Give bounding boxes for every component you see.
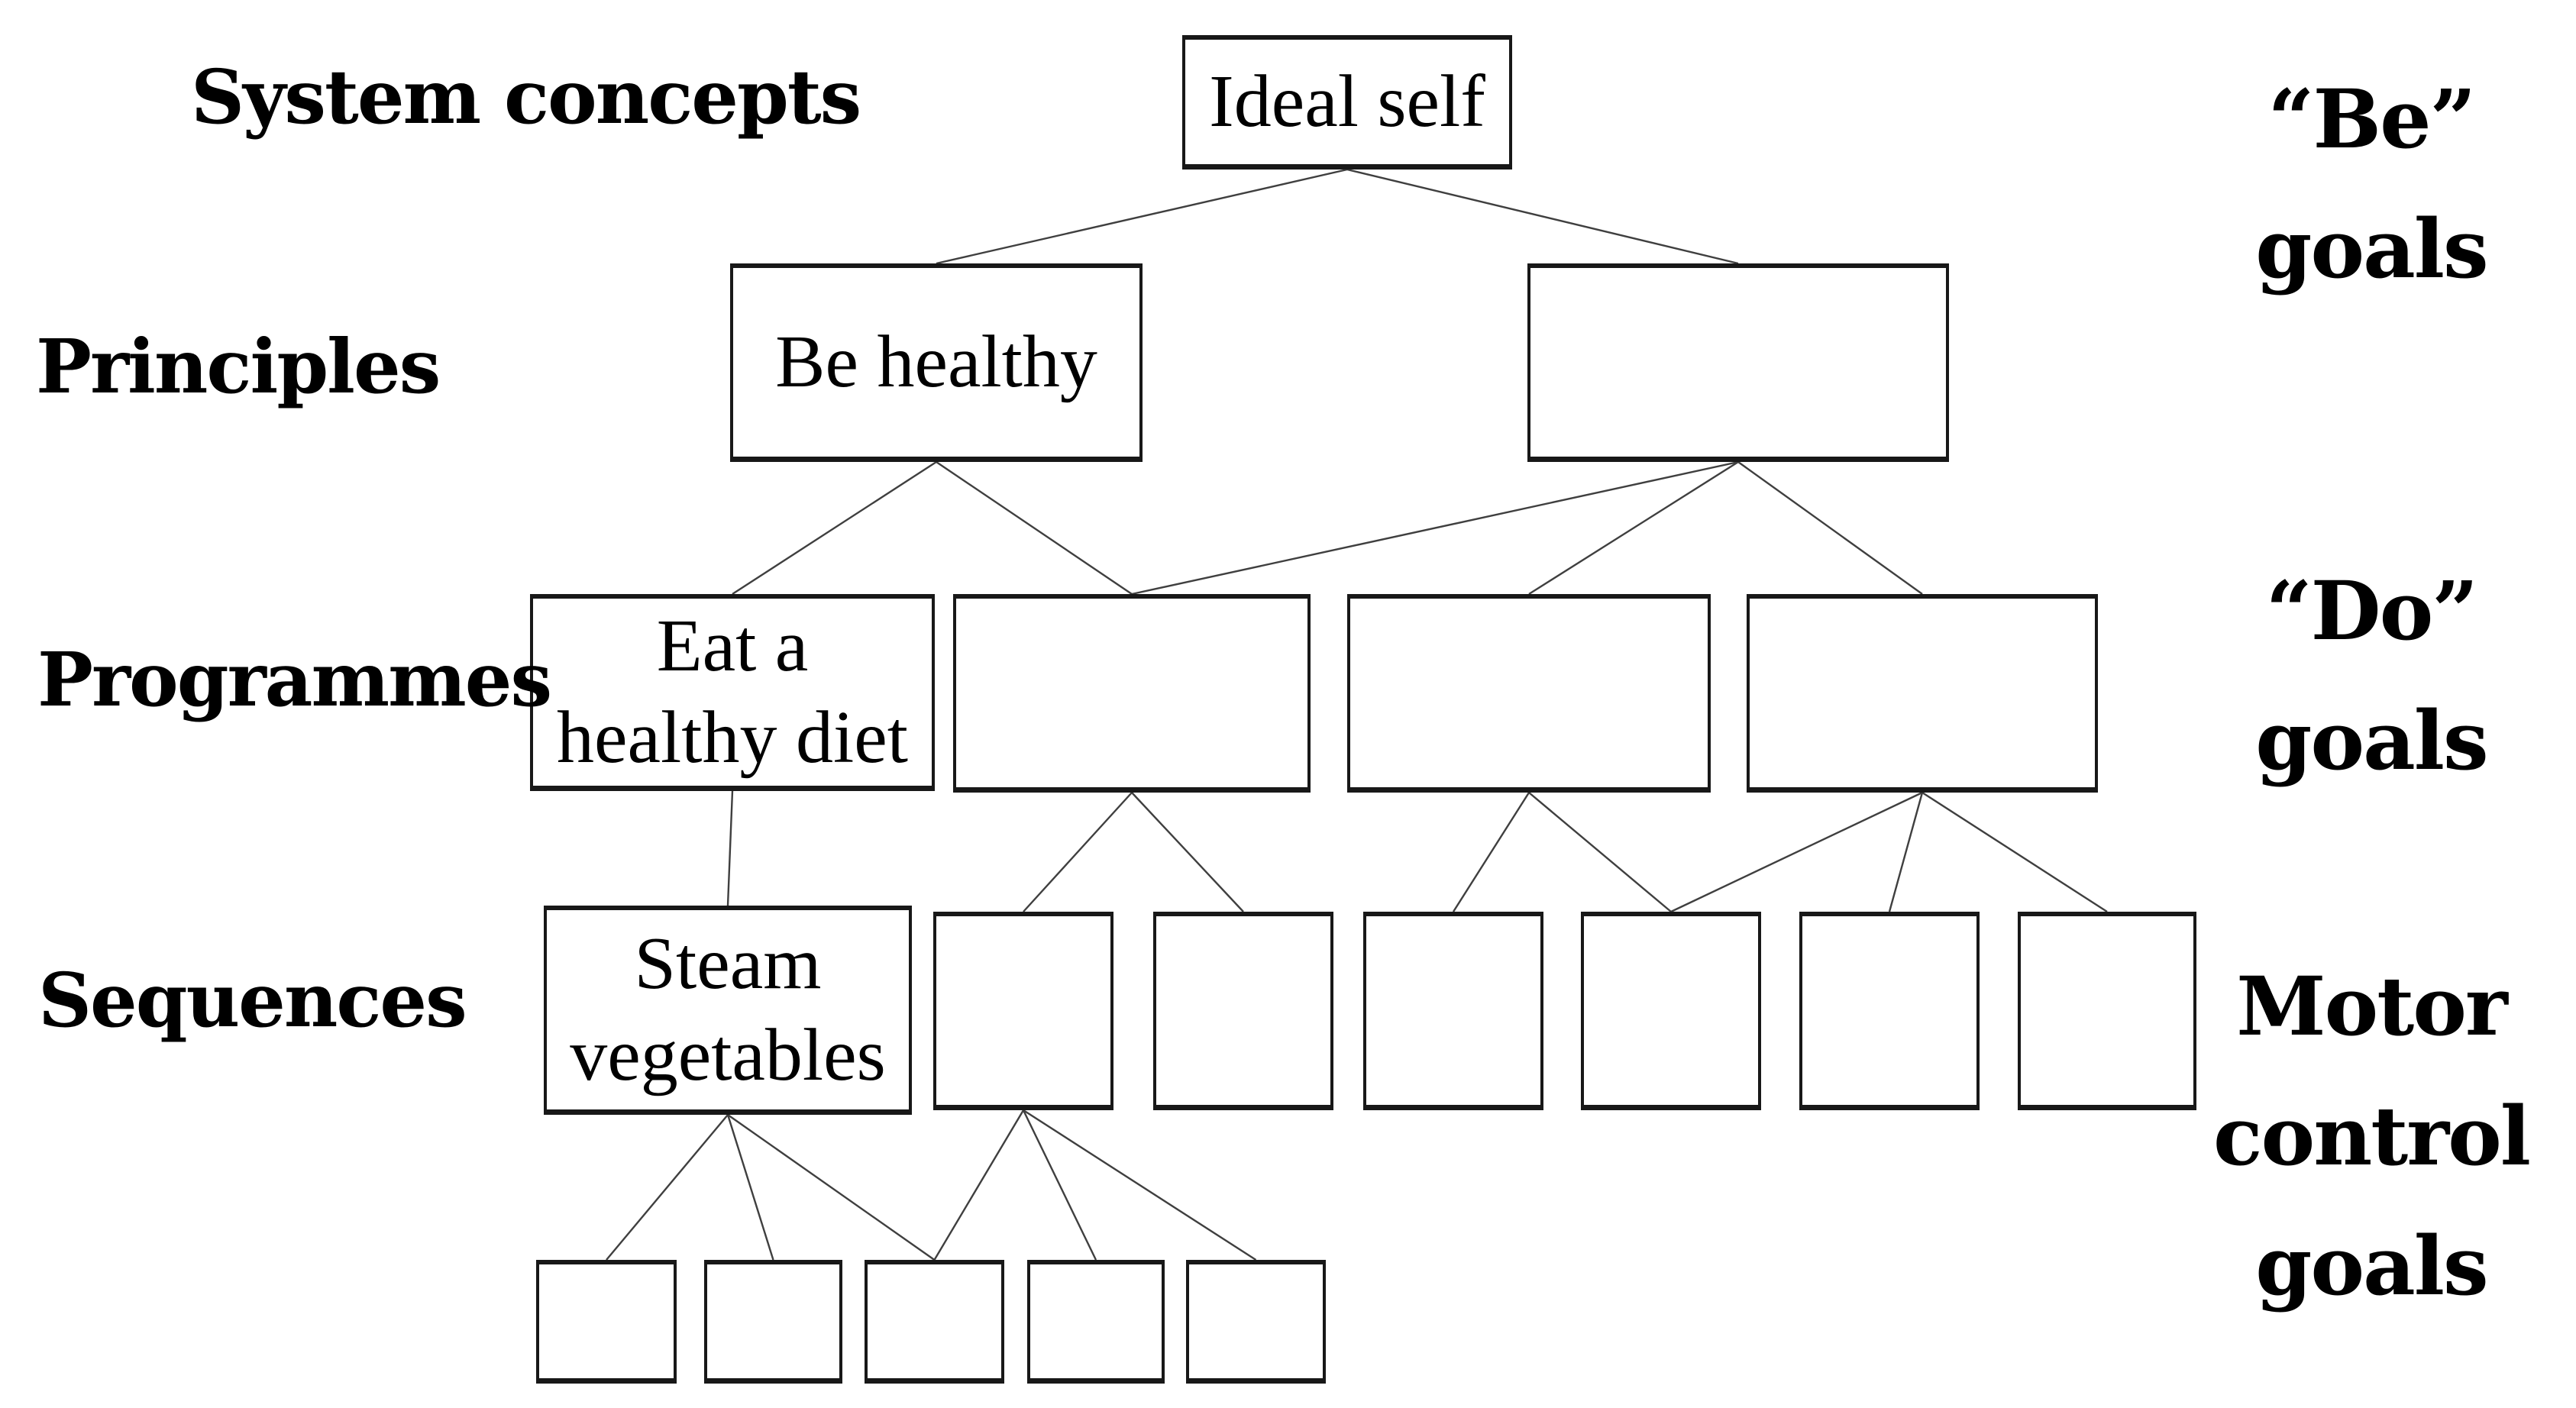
side-label-line: “Be” — [2267, 71, 2477, 166]
node-sequence-2 — [933, 912, 1113, 1110]
edge-principle-2-to-programme-2 — [1131, 460, 1739, 596]
node-eat-healthy-diet: Eat a healthy diet — [530, 594, 935, 791]
node-motor-1 — [536, 1260, 677, 1384]
edge-eat-healthy-diet-to-steam-vegetables — [726, 790, 734, 906]
edge-sequence-2-to-motor-5 — [1023, 1109, 1257, 1261]
edge-programme-3-to-sequence-4 — [1452, 792, 1530, 912]
side-label-line: goals — [2255, 1218, 2488, 1313]
node-be-healthy: Be healthy — [730, 263, 1143, 462]
node-label-line: Eat a — [656, 604, 809, 687]
edge-steam-vegetables-to-motor-1 — [606, 1114, 729, 1261]
row-label-programmes: Programmes — [37, 636, 552, 723]
edge-programme-3-to-sequence-5 — [1528, 792, 1672, 912]
edge-sequence-2-to-motor-3 — [933, 1109, 1025, 1261]
side-label-line: “Do” — [2265, 563, 2479, 658]
side-label-motor-control-goals: Motor control goals — [2165, 941, 2576, 1331]
row-label-sequences: Sequences — [38, 957, 467, 1044]
node-label-line: vegetables — [570, 1013, 886, 1096]
node-motor-3 — [865, 1260, 1004, 1384]
edge-programme-2-to-sequence-2 — [1023, 792, 1133, 912]
node-sequence-7 — [2018, 912, 2196, 1110]
edge-ideal-self-to-principle-2 — [1346, 168, 1739, 265]
node-motor-5 — [1186, 1260, 1326, 1384]
node-sequence-6 — [1799, 912, 1980, 1110]
edge-be-healthy-to-programme-2 — [936, 461, 1133, 595]
node-motor-2 — [704, 1260, 842, 1384]
edge-steam-vegetables-to-motor-2 — [726, 1114, 774, 1261]
edge-ideal-self-to-be-healthy — [936, 168, 1348, 265]
node-sequence-4 — [1363, 912, 1543, 1110]
node-motor-4 — [1027, 1260, 1165, 1384]
node-programme-3 — [1347, 594, 1711, 793]
edge-programme-4-to-sequence-7 — [1921, 791, 2108, 913]
node-programme-4 — [1747, 594, 2098, 793]
side-label-line: control — [2212, 1088, 2531, 1184]
node-principle-2 — [1527, 263, 1949, 462]
node-label-line: Be healthy — [775, 320, 1097, 403]
node-sequence-5 — [1581, 912, 1761, 1110]
edge-programme-4-to-sequence-5 — [1670, 791, 1923, 913]
row-label-system-concepts: System concepts — [191, 53, 861, 140]
side-label-be-goals: “Be” goals — [2165, 54, 2576, 314]
edge-steam-vegetables-to-motor-3 — [727, 1114, 936, 1261]
edge-programme-2-to-sequence-3 — [1131, 792, 1244, 912]
node-label-line: healthy diet — [557, 696, 908, 779]
side-label-line: Motor — [2236, 958, 2508, 1054]
node-sequence-3 — [1153, 912, 1333, 1110]
edge-be-healthy-to-eat-healthy-diet — [732, 460, 937, 596]
node-programme-2 — [953, 594, 1311, 793]
side-label-line: goals — [2255, 201, 2488, 296]
node-label-line: Ideal self — [1209, 60, 1485, 143]
side-label-do-goals: “Do” goals — [2165, 546, 2576, 806]
edge-sequence-2-to-motor-4 — [1022, 1109, 1097, 1261]
row-label-principles: Principles — [36, 323, 441, 410]
side-label-line: goals — [2255, 693, 2488, 788]
edge-principle-2-to-programme-4 — [1737, 461, 1923, 595]
node-ideal-self: Ideal self — [1182, 35, 1512, 170]
edge-programme-4-to-sequence-6 — [1888, 792, 1924, 912]
edge-principle-2-to-programme-3 — [1528, 460, 1739, 596]
node-label-line: Steam — [634, 922, 822, 1005]
